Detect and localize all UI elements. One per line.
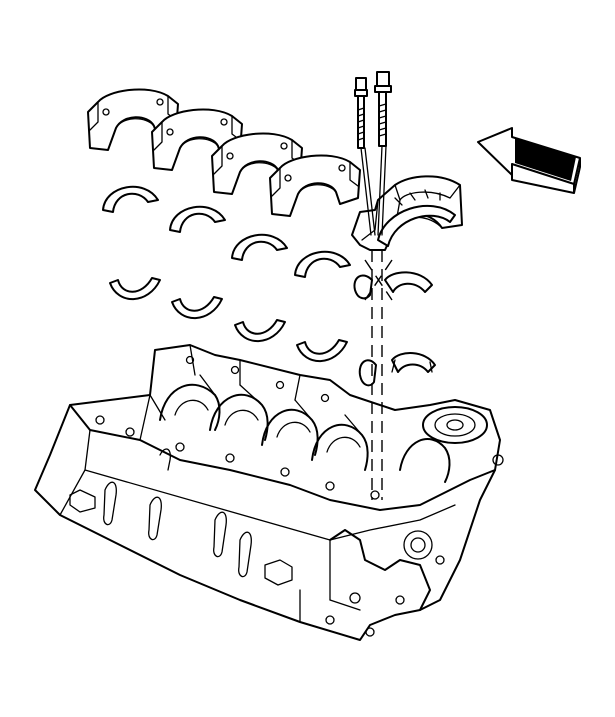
upper-insert-3	[231, 233, 288, 261]
cap-bolt-left	[354, 77, 368, 149]
upper-insert-1	[102, 185, 159, 213]
lower-insert-4	[296, 339, 348, 363]
lower-insert-3	[234, 319, 286, 343]
upper-insert-5-thrust	[377, 189, 456, 247]
bearing-cap-4	[269, 154, 361, 217]
engine-block	[34, 344, 504, 641]
alignment-lines	[364, 250, 393, 500]
upper-bearing-inserts	[102, 185, 456, 278]
rear-seal-bore	[422, 406, 488, 444]
cap-bolts	[354, 71, 392, 236]
bearing-caps	[87, 88, 463, 251]
lower-insert-1	[109, 277, 161, 301]
lower-bearing-inserts	[109, 271, 436, 387]
direction-arrow-icon	[477, 127, 581, 194]
lower-insert-2	[171, 296, 223, 320]
upper-insert-4	[294, 250, 351, 278]
cap-bolt-right	[374, 71, 392, 147]
upper-insert-2	[169, 205, 226, 233]
deck-bolt-holes	[95, 355, 380, 500]
lower-insert-5-thrust	[353, 271, 436, 387]
